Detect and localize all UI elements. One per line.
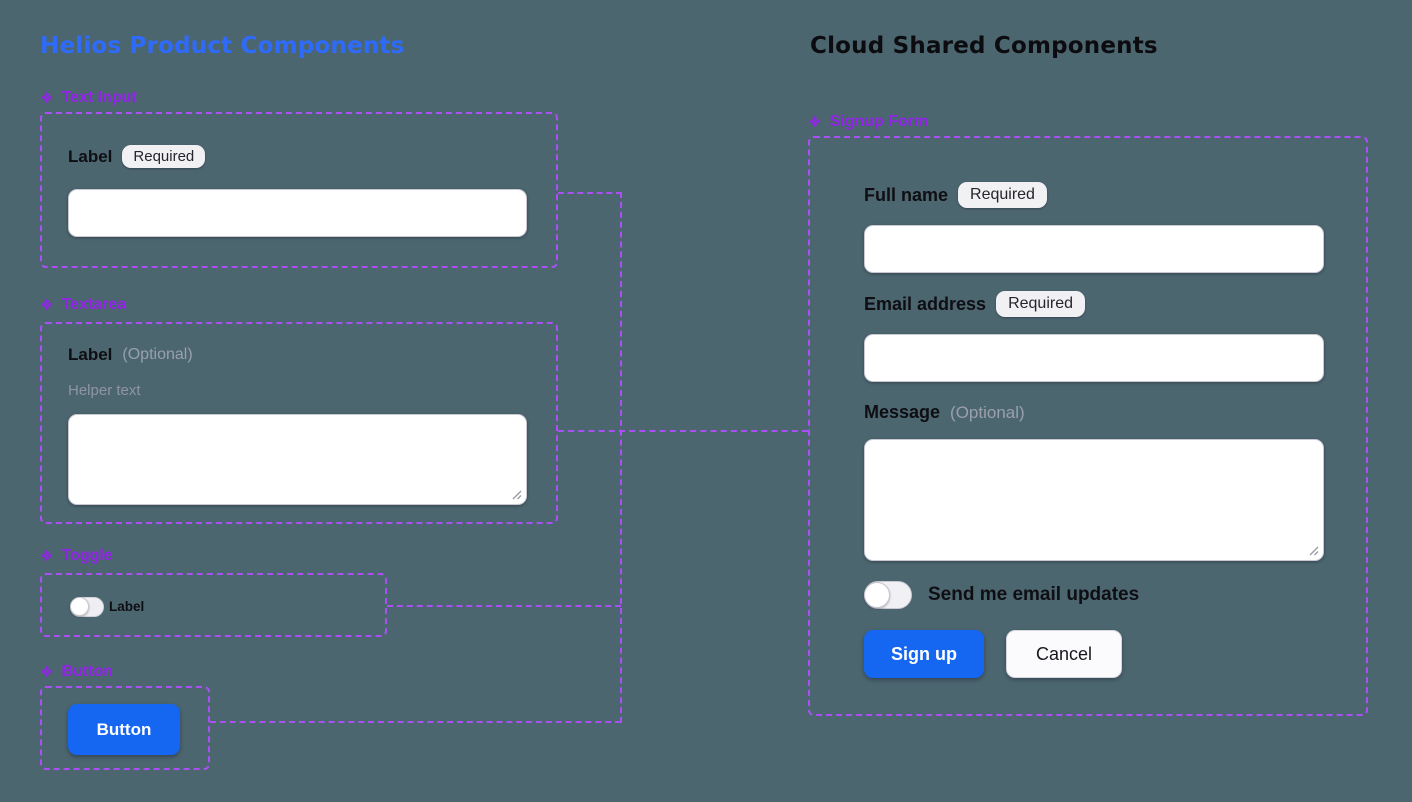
resize-handle-icon[interactable]: [509, 487, 522, 500]
toggle-switch[interactable]: [70, 597, 104, 617]
sign-up-button[interactable]: Sign up: [864, 630, 984, 678]
message-label: Message: [864, 402, 941, 422]
right-library-title: Cloud Shared Components: [810, 33, 1158, 59]
component-label-text-input[interactable]: ❖ Text Input: [40, 89, 137, 107]
component-icon: ❖: [40, 664, 54, 681]
component-icon: ❖: [40, 90, 54, 107]
connector-button-h: [210, 721, 621, 723]
toggle-knob: [864, 581, 890, 608]
connector-textarea-h: [558, 430, 808, 432]
component-frame-signup-form: Full name Required Email address Require…: [808, 136, 1368, 716]
text-input-field[interactable]: [68, 189, 527, 237]
component-icon: ❖: [40, 297, 54, 314]
optional-suffix: (Optional): [950, 402, 1025, 422]
component-label-toggle[interactable]: ❖ Toggle: [40, 547, 113, 565]
full-name-label: Full name: [864, 184, 949, 205]
required-badge: Required: [996, 291, 1085, 317]
email-updates-label: Send me email updates: [928, 584, 1140, 605]
helper-text: Helper text: [68, 382, 141, 399]
email-label: Email address: [864, 293, 987, 314]
component-label-textarea[interactable]: ❖ Textarea: [40, 296, 126, 314]
component-name-toggle: Toggle: [61, 547, 113, 564]
component-name-button: Button: [61, 663, 113, 680]
toggle-knob: [70, 597, 89, 616]
component-icon: ❖: [808, 114, 822, 131]
connector-toggle-h: [387, 605, 621, 607]
component-frame-button: Button: [40, 686, 210, 770]
required-badge: Required: [122, 145, 206, 168]
component-label-button[interactable]: ❖ Button: [40, 663, 113, 681]
component-frame-text-input: Label Required: [40, 112, 558, 268]
component-icon: ❖: [40, 548, 54, 565]
resize-handle-icon[interactable]: [1306, 543, 1319, 556]
required-badge: Required: [958, 182, 1047, 208]
email-input[interactable]: [864, 334, 1324, 382]
toggle-label: Label: [109, 599, 145, 614]
component-label-signup-form[interactable]: ❖ Signup Form: [808, 113, 928, 131]
email-updates-toggle[interactable]: [864, 581, 912, 609]
component-name-signup-form: Signup Form: [829, 113, 929, 130]
full-name-input[interactable]: [864, 225, 1324, 273]
connector-trunk-v: [620, 192, 622, 723]
left-library-title: Helios Product Components: [40, 33, 405, 59]
sample-button[interactable]: Button: [68, 704, 180, 755]
textarea-box: [68, 414, 527, 505]
connector-text-input-h: [558, 192, 622, 194]
textarea-field[interactable]: [69, 415, 526, 504]
component-frame-toggle: Label: [40, 573, 387, 637]
message-textarea[interactable]: [865, 440, 1323, 560]
component-name-textarea: Textarea: [61, 296, 127, 313]
message-textarea-box: [864, 439, 1324, 561]
textarea-label: Label: [68, 345, 113, 364]
cancel-button[interactable]: Cancel: [1006, 630, 1122, 678]
optional-suffix: (Optional): [122, 346, 193, 363]
text-input-label: Label: [68, 146, 113, 166]
component-frame-textarea: Label (Optional) Helper text: [40, 322, 558, 524]
component-name-text-input: Text Input: [61, 89, 137, 106]
